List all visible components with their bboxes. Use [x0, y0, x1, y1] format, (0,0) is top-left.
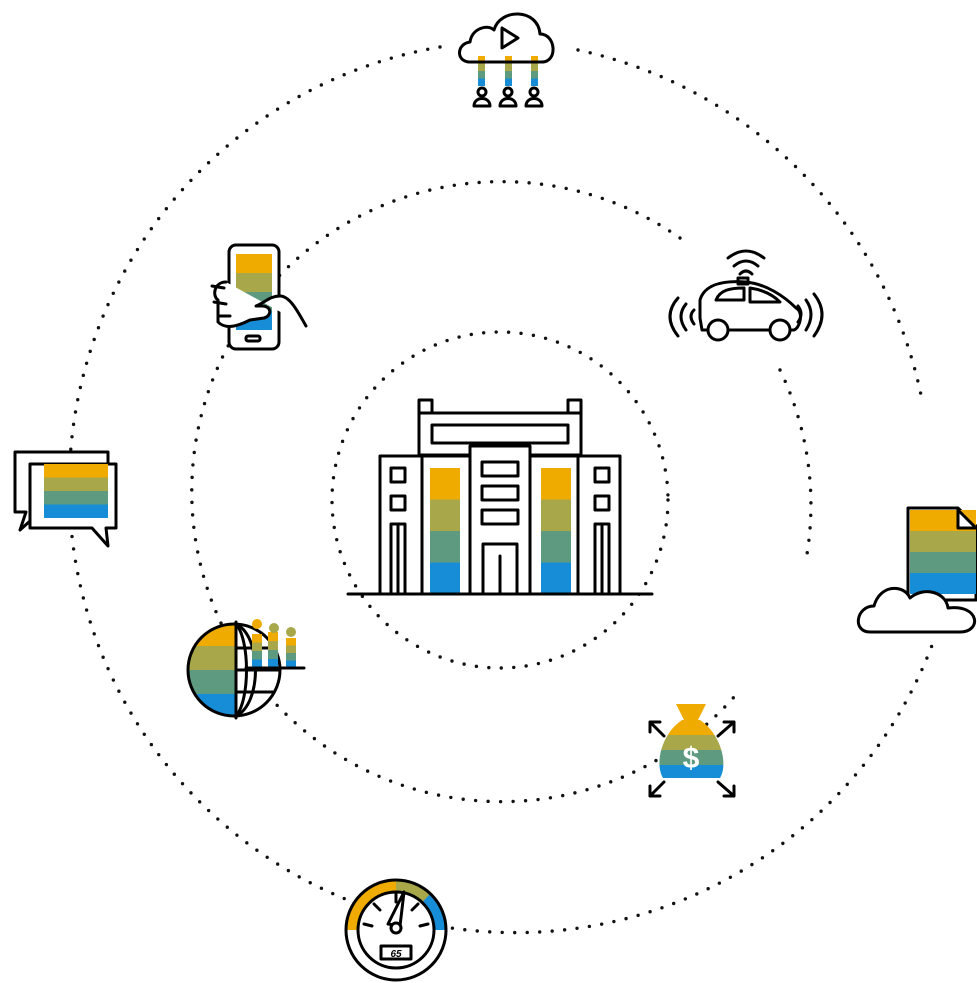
- building-left-color-bar: [430, 468, 460, 594]
- outer-ring: [67, 45, 936, 935]
- hand-icon: [213, 280, 308, 328]
- building-icon: [346, 398, 654, 596]
- dollar-sign: $: [683, 742, 700, 775]
- speedometer-icon: 65: [344, 878, 448, 982]
- orbit-rings: [67, 45, 936, 935]
- cloud-streaming-icon: [458, 12, 555, 108]
- outer-ring-top-right: [576, 48, 924, 402]
- cloud-document-icon: [857, 506, 977, 634]
- chat-bubbles-icon: [13, 450, 118, 548]
- mobile-phone-icon: [210, 243, 308, 351]
- speedometer-readout: 65: [390, 949, 402, 960]
- inner-ring: [330, 330, 670, 670]
- building-sign: [430, 423, 570, 445]
- middle-ring-right: [778, 368, 813, 562]
- building-right-color-bar: [541, 468, 571, 594]
- globe-people-icon: [186, 619, 306, 720]
- connected-car-icon: [668, 249, 824, 342]
- money-bag-icon: $: [648, 704, 736, 798]
- play-icon: [500, 26, 520, 50]
